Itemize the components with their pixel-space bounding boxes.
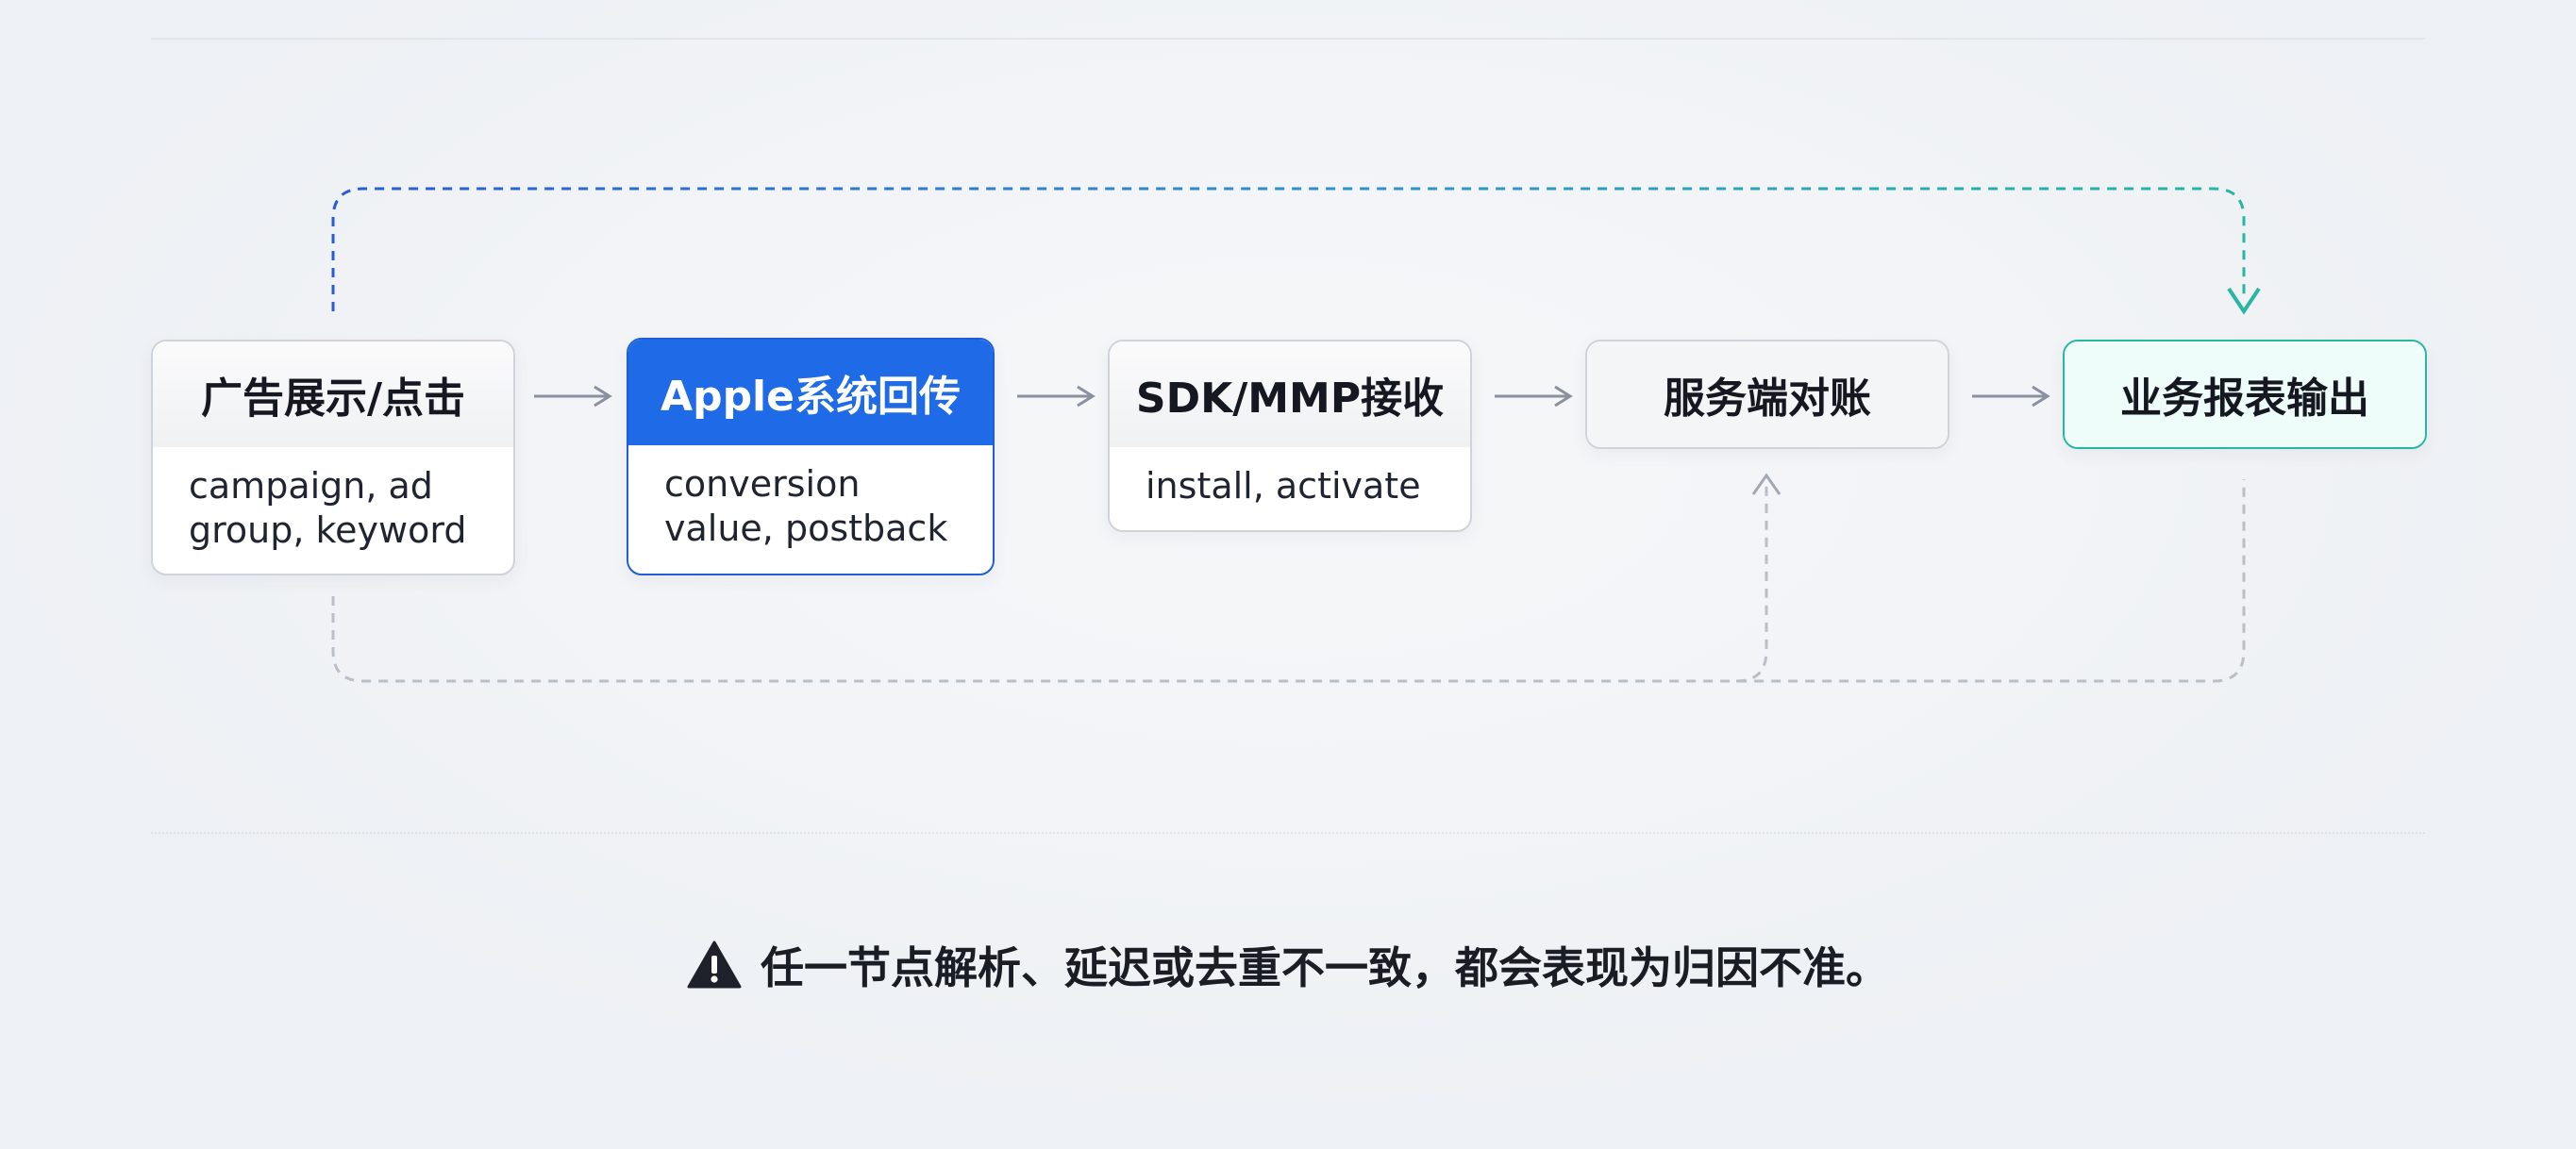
- node-body-line: conversion: [664, 463, 861, 505]
- node-body: conversion value, postback: [628, 445, 993, 551]
- top-divider: [151, 38, 2425, 40]
- node-ad-impression-click: 广告展示/点击 campaign, ad group, keyword: [151, 340, 515, 575]
- top-loop-arrowhead: [2227, 287, 2261, 315]
- step-arrow-1: [534, 385, 612, 408]
- node-body: campaign, ad group, keyword: [153, 447, 513, 553]
- top-loop-connector: [331, 187, 2246, 311]
- warning-icon: [687, 941, 742, 989]
- step-arrow-4: [1972, 385, 2050, 408]
- footnote: 任一节点解析、延迟或去重不一致，都会表现为归因不准。: [0, 934, 2576, 996]
- node-body-line: install, activate: [1146, 465, 1421, 507]
- node-title: Apple系统回传: [628, 340, 993, 445]
- node-title: 广告展示/点击: [153, 341, 513, 447]
- node-business-report-output: 业务报表输出: [2063, 340, 2427, 449]
- node-title: SDK/MMP接收: [1110, 341, 1470, 447]
- bottom-branch-connector: [1735, 483, 1768, 683]
- node-body: install, activate: [1110, 447, 1470, 508]
- bottom-loop-connector: [331, 479, 2246, 683]
- step-arrow-2: [1017, 385, 1096, 408]
- bottom-branch-arrowhead: [1751, 473, 1781, 495]
- node-body-line: campaign, ad: [189, 465, 433, 507]
- node-server-reconciliation: 服务端对账: [1585, 340, 1949, 449]
- node-body-line: value, postback: [664, 508, 948, 549]
- node-title: 服务端对账: [1587, 341, 1948, 447]
- step-arrow-3: [1495, 385, 1573, 408]
- node-body-line: group, keyword: [189, 509, 467, 551]
- footnote-text: 任一节点解析、延迟或去重不一致，都会表现为归因不准。: [761, 942, 1889, 993]
- node-title: 业务报表输出: [2065, 341, 2425, 447]
- node-apple-postback: Apple系统回传 conversion value, postback: [627, 338, 995, 575]
- section-divider: [151, 832, 2425, 834]
- node-sdk-mmp-receive: SDK/MMP接收 install, activate: [1108, 340, 1472, 532]
